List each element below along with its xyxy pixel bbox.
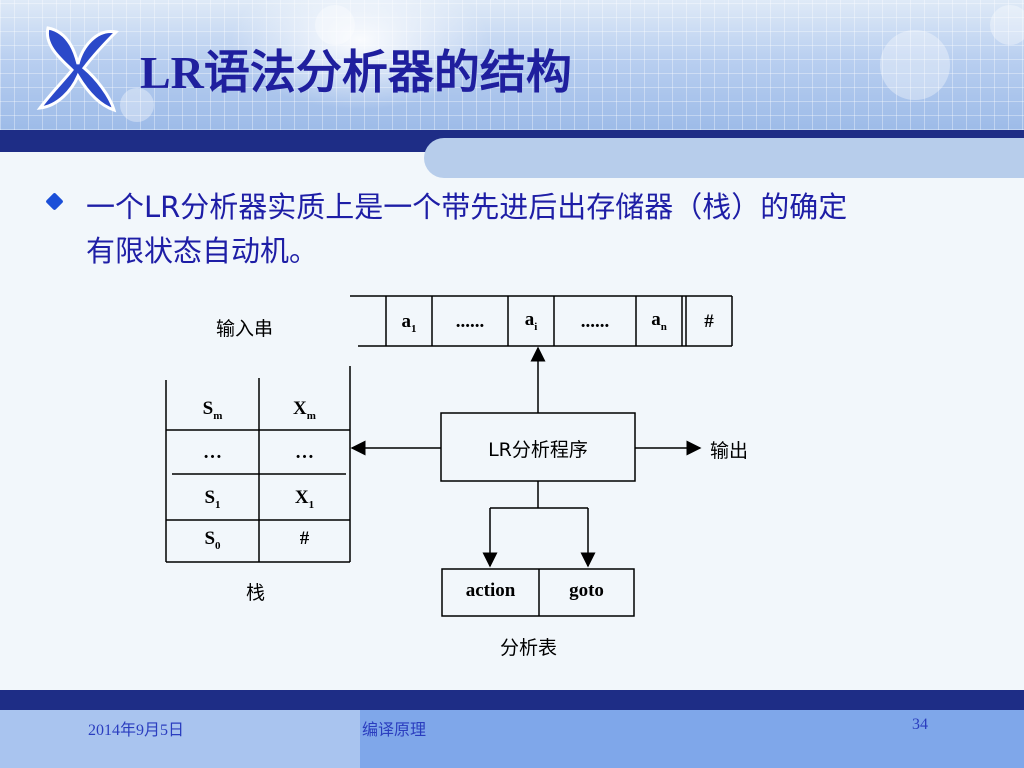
header-banner <box>0 0 1024 130</box>
stack-state: S1 <box>204 487 221 511</box>
goto-cell: goto <box>569 580 604 601</box>
input-end-marker: # <box>704 311 714 332</box>
bullet-text-line1: 一个LR分析器实质上是一个带先进后出存储器（栈）的确定 <box>86 190 848 224</box>
stack-state: … <box>203 442 222 463</box>
decor-circle <box>880 30 950 100</box>
input-cell: ...... <box>580 311 610 332</box>
decor-circle <box>315 5 355 45</box>
slide-title: LR语法分析器的结构 <box>140 47 572 98</box>
header-glow <box>230 0 490 110</box>
stack-label: 栈 <box>246 582 266 604</box>
stack-symbol: … <box>295 442 314 463</box>
input-string-label: 输入串 <box>216 318 274 340</box>
action-cell: action <box>465 580 516 601</box>
header-grid-pattern <box>0 0 1024 130</box>
header-tab-shape <box>424 138 1024 178</box>
stack-state: S0 <box>204 528 221 552</box>
bullet-text-line2: 有限状态自动机。 <box>86 234 319 268</box>
footer-page-number: 34 <box>912 716 928 733</box>
x-logo-icon <box>36 26 120 113</box>
input-cell: ...... <box>455 311 485 332</box>
parse-table-box <box>441 568 635 617</box>
footer-date: 2014年9月5日 <box>88 722 185 739</box>
footer-course: 编译原理 <box>362 722 427 739</box>
program-label: LR分析程序 <box>488 439 588 461</box>
input-cell: a1 <box>401 311 417 335</box>
stack-symbol: # <box>299 528 310 549</box>
decor-circle <box>990 5 1024 45</box>
input-cell: ai <box>524 309 538 333</box>
stack-state: Sm <box>202 398 223 422</box>
input-cell: an <box>651 309 667 333</box>
footer-left-panel <box>0 710 360 768</box>
stack-symbol: Xm <box>293 398 316 422</box>
stack-symbol: X1 <box>294 487 315 511</box>
parse-table-label: 分析表 <box>500 637 558 659</box>
decor-circle <box>120 88 154 122</box>
footer-band <box>0 690 1024 710</box>
output-label: 输出 <box>710 440 749 462</box>
